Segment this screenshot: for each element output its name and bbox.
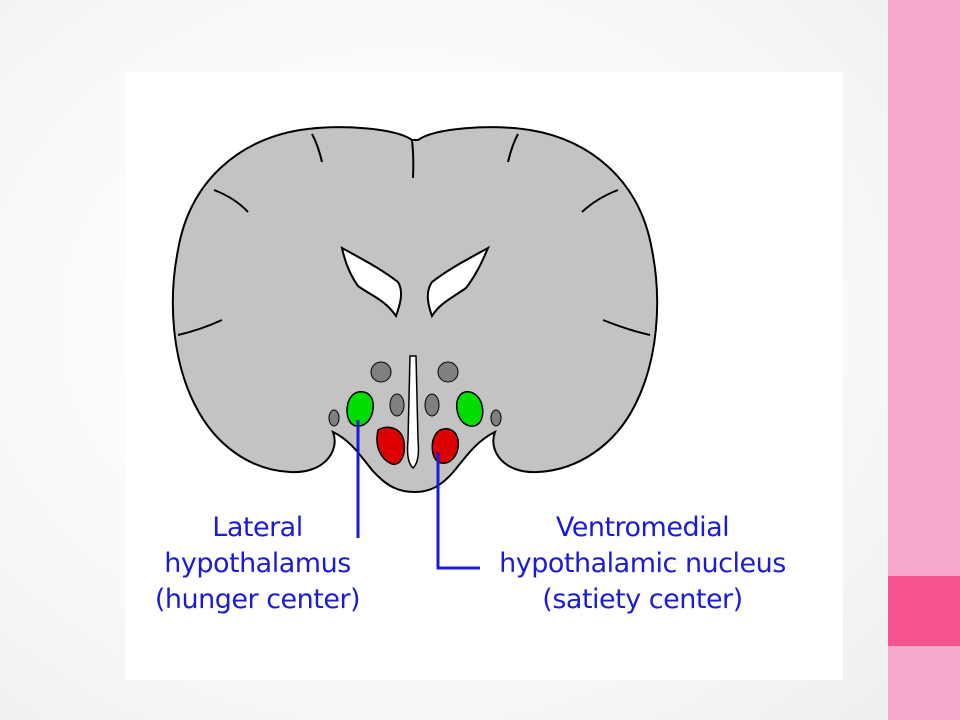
label-line: Lateral bbox=[212, 512, 303, 543]
label-line: (hunger center) bbox=[154, 584, 361, 615]
decorative-side-bar-accent bbox=[888, 576, 960, 646]
ventromedial-nucleus-label: Ventromedial hypothalamic nucleus (satie… bbox=[485, 510, 800, 618]
brain-section-diagram bbox=[171, 126, 659, 570]
nucleus-left-middle bbox=[389, 393, 405, 417]
midline-fissure bbox=[411, 139, 415, 179]
sulcus-left-side bbox=[213, 189, 249, 213]
ventromedial-nucleus-left bbox=[376, 426, 406, 465]
nucleus-left-small bbox=[328, 409, 340, 427]
lateral-hypothalamus-right bbox=[456, 391, 484, 427]
left-lateral-ventricle bbox=[340, 246, 403, 319]
lateral-hypothalamus-label: Lateral hypothalamus (hunger center) bbox=[140, 510, 375, 618]
right-lateral-ventricle bbox=[426, 245, 491, 319]
sulcus-right-lower bbox=[602, 319, 651, 336]
nucleus-left-upper bbox=[370, 361, 392, 383]
figure-panel bbox=[125, 72, 843, 680]
label-line: hypothalamic nucleus bbox=[499, 548, 786, 579]
nucleus-right-small bbox=[490, 409, 502, 427]
label-line: hypothalamus bbox=[164, 548, 351, 579]
sulcus-left-upper bbox=[311, 133, 323, 163]
third-ventricle bbox=[406, 355, 420, 469]
lateral-hypothalamus-left bbox=[346, 391, 374, 427]
label-line: Ventromedial bbox=[555, 512, 730, 543]
sulcus-left-lower bbox=[177, 319, 223, 336]
nucleus-right-middle bbox=[424, 393, 440, 417]
nucleus-right-upper bbox=[437, 361, 459, 383]
label-line: (satiety center) bbox=[542, 584, 743, 615]
ventromedial-nucleus-pointer bbox=[436, 452, 480, 570]
brain-outline bbox=[171, 126, 659, 494]
sulcus-right-side bbox=[581, 189, 619, 213]
sulcus-right-upper bbox=[507, 133, 519, 163]
ventromedial-nucleus-right bbox=[431, 428, 459, 464]
